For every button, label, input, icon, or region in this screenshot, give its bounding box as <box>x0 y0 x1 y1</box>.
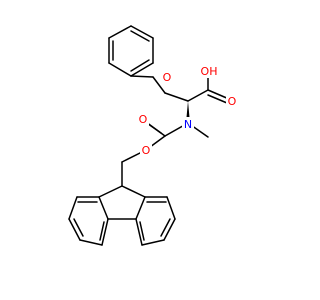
bond-ch2-alpha <box>164 92 189 102</box>
bond <box>135 218 143 246</box>
bond <box>130 30 150 42</box>
bond-carboxyl-carbonyl <box>207 89 230 100</box>
bond <box>99 221 105 241</box>
bond <box>130 59 150 72</box>
atom-label-carbamate-carbonyl-oxygen: O <box>139 113 148 126</box>
fluorenyl-group <box>68 185 176 246</box>
bond <box>130 25 154 39</box>
atom-label-ether-oxygen: O <box>163 71 172 84</box>
atom-carbamate-ester-oxygen: O <box>140 143 152 157</box>
atom-label-hydroxyl: OH <box>201 65 218 78</box>
bond <box>73 218 84 237</box>
bond <box>68 218 81 241</box>
bond <box>101 218 109 246</box>
chemical-structure: O OH O N O O <box>68 25 238 246</box>
bond-oxygen-ch2 <box>152 76 166 94</box>
bond <box>160 218 171 237</box>
bond-carboxyl-carbonyl-double <box>207 94 228 104</box>
bond-aryl-oxygen <box>130 75 154 78</box>
bond <box>166 196 176 220</box>
bond <box>98 185 123 198</box>
bond <box>108 62 132 77</box>
bond <box>108 25 132 39</box>
bond <box>163 218 176 241</box>
atom-label-nitrogen: N <box>184 118 192 131</box>
atom-acid-carbonyl-oxygen: O <box>226 94 238 108</box>
bond <box>98 196 109 220</box>
atom-hydroxyl: OH <box>200 64 218 78</box>
bond <box>121 185 146 198</box>
atom-ether-oxygen: O <box>161 70 173 84</box>
bond <box>79 239 103 246</box>
bond <box>68 196 78 220</box>
bond-alpha-carboxyl <box>187 89 209 102</box>
bond <box>135 196 146 220</box>
atom-label-acid-carbonyl-oxygen: O <box>228 95 237 108</box>
phenyl-ring <box>108 25 154 77</box>
atom-nitrogen: N <box>182 117 194 131</box>
bond <box>141 239 165 246</box>
bond <box>139 221 145 241</box>
atom-carbamate-carbonyl-oxygen: O <box>137 112 149 126</box>
bond <box>130 62 154 77</box>
atom-label-carbamate-ester-oxygen: O <box>142 144 151 157</box>
